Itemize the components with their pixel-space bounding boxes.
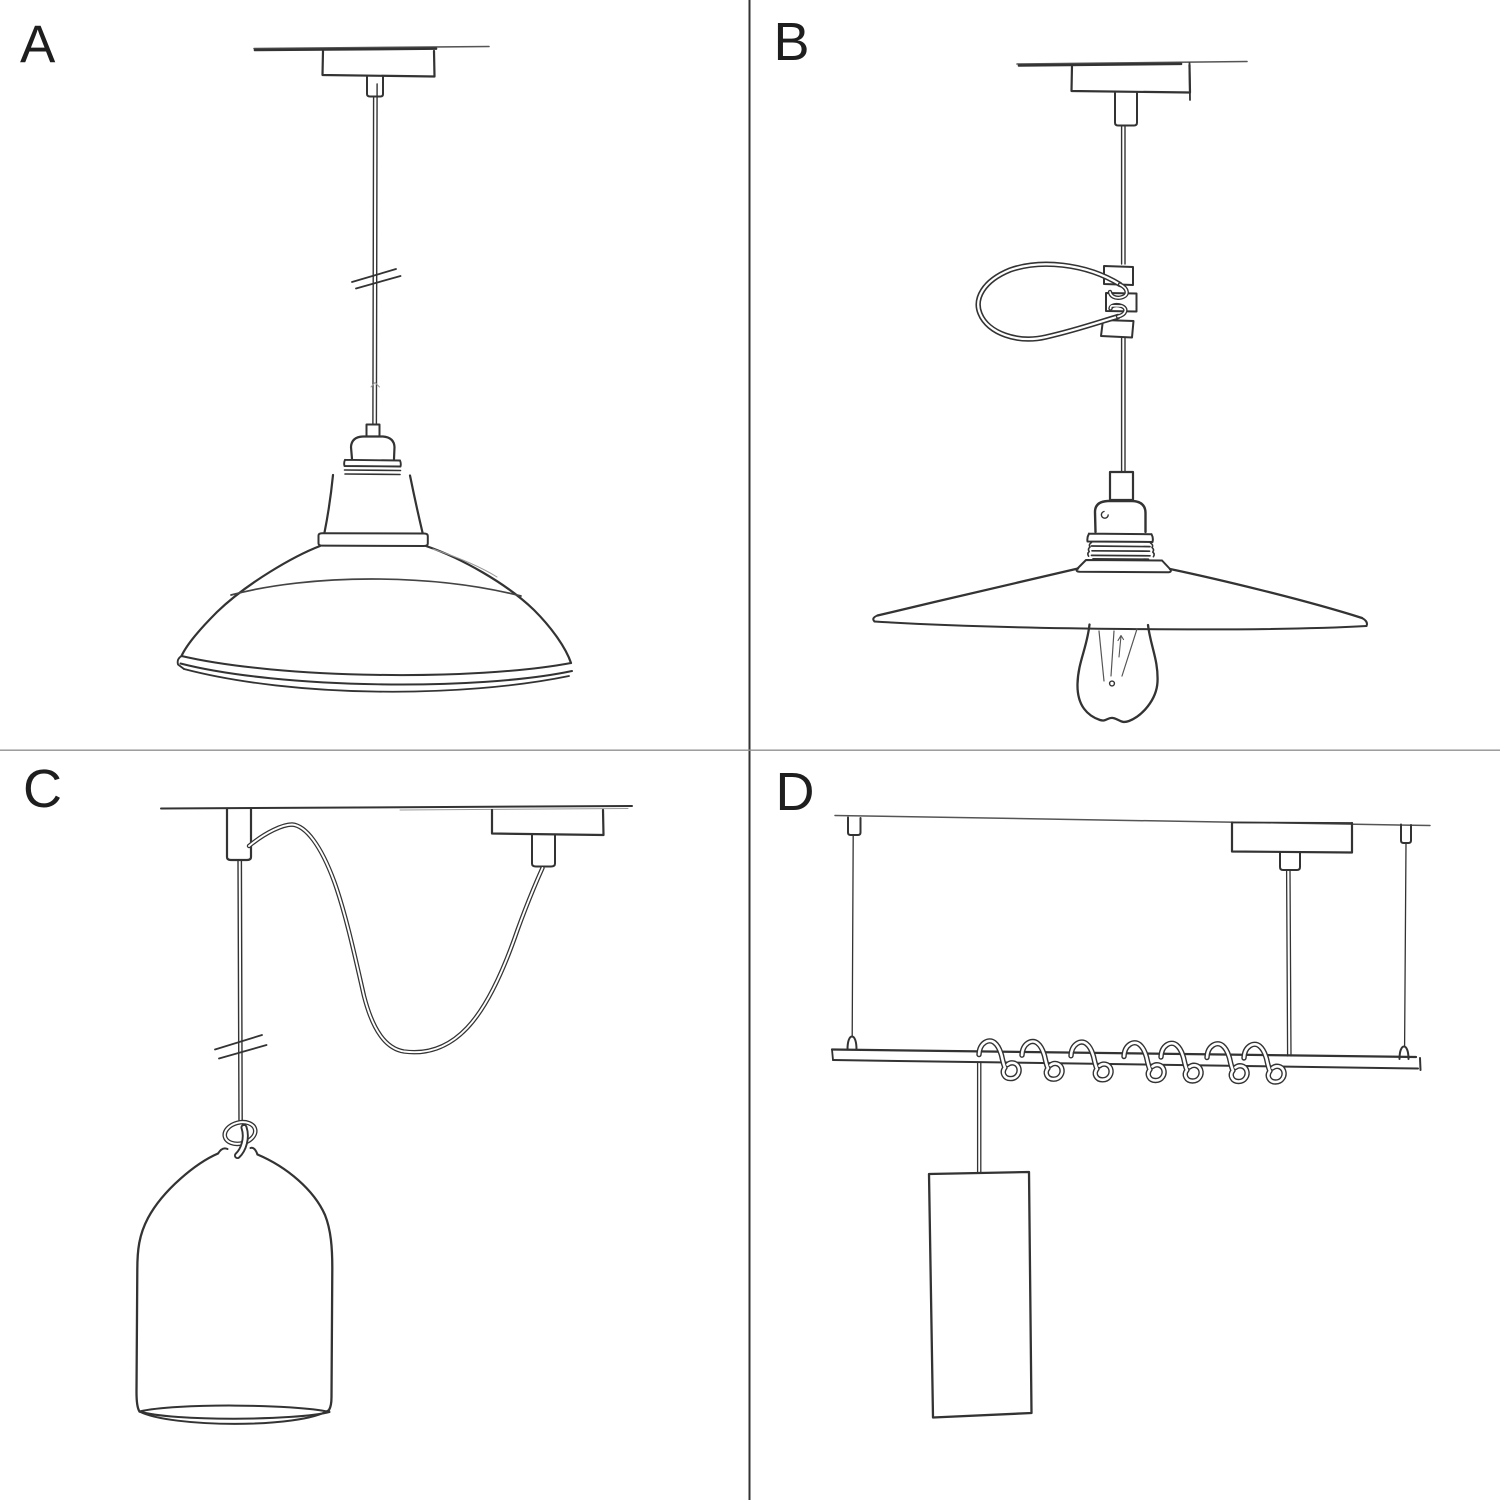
svg-text:B: B [774,12,810,72]
svg-text:A: A [20,15,56,74]
svg-text:C: C [23,759,62,819]
svg-text:D: D [776,762,815,822]
